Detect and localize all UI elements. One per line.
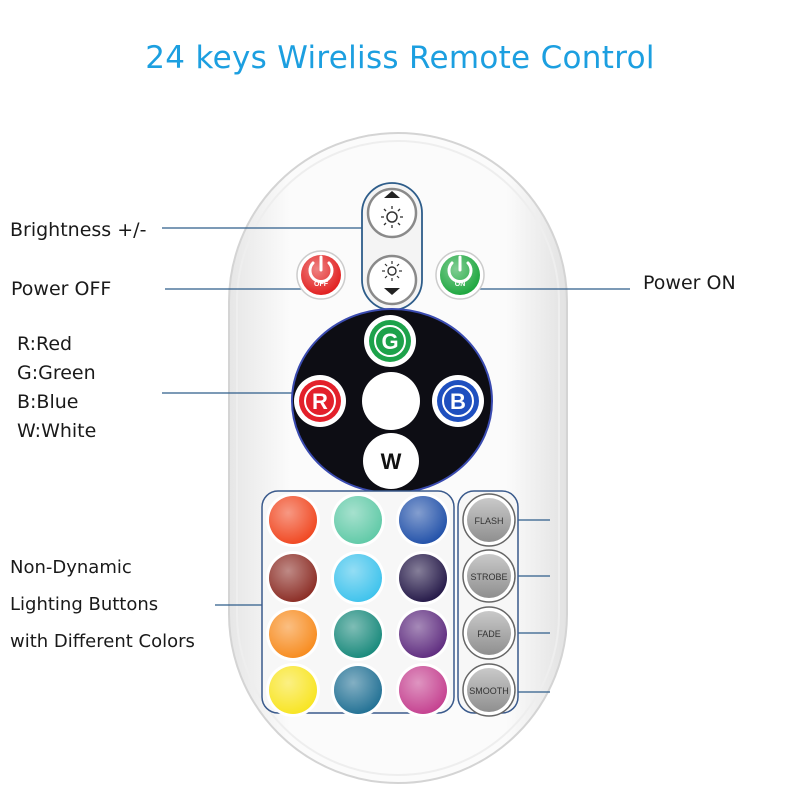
strobe-button[interactable]: STROBE <box>462 549 516 603</box>
color-swatch-button[interactable] <box>396 663 450 717</box>
color-swatch-button[interactable] <box>266 551 320 605</box>
power-on-button[interactable]: ON <box>435 250 485 300</box>
power-off-label: Power OFF <box>11 278 112 300</box>
power-off-text: OFF <box>314 281 329 288</box>
blue-button[interactable]: B <box>432 375 484 427</box>
color-grid <box>266 493 450 717</box>
non-dynamic-line-1: Non-Dynamic <box>10 557 132 578</box>
page-title: 24 keys Wireliss Remote Control <box>145 40 655 76</box>
legend-white: W:White <box>17 420 97 442</box>
brightness-down-button[interactable] <box>366 254 418 306</box>
brightness-label: Brightness +/- <box>10 219 147 241</box>
fade-button[interactable]: FADE <box>462 606 516 660</box>
legend-blue: B:Blue <box>17 391 79 413</box>
legend-red: R:Red <box>17 333 73 355</box>
color-swatch-button[interactable] <box>331 607 385 661</box>
color-swatch-button[interactable] <box>396 493 450 547</box>
color-swatch-button[interactable] <box>331 551 385 605</box>
non-dynamic-line-2: Lighting Buttons <box>10 594 159 615</box>
white-letter: W <box>381 449 402 474</box>
power-on-text: ON <box>455 281 466 288</box>
color-swatch-button[interactable] <box>266 607 320 661</box>
center-white-button[interactable] <box>362 372 420 430</box>
smooth-button[interactable]: SMOOTH <box>462 663 516 717</box>
legend-green: G:Green <box>17 362 96 384</box>
power-off-button[interactable]: OFF <box>296 250 346 300</box>
white-button[interactable]: W <box>363 433 419 489</box>
green-letter: G <box>381 329 398 354</box>
brightness-up-button[interactable] <box>366 187 418 239</box>
blue-letter: B <box>450 389 466 414</box>
color-swatch-button[interactable] <box>331 493 385 547</box>
strobe-label: STROBE <box>470 572 507 582</box>
color-swatch-button[interactable] <box>396 551 450 605</box>
green-button[interactable]: G <box>364 315 416 367</box>
smooth-label: SMOOTH <box>469 686 509 696</box>
non-dynamic-label: Non-Dynamic Lighting Buttons with Differ… <box>10 549 195 660</box>
red-button[interactable]: R <box>294 375 346 427</box>
flash-button[interactable]: FLASH <box>462 493 516 547</box>
color-swatch-button[interactable] <box>331 663 385 717</box>
fade-label: FADE <box>477 629 501 639</box>
power-on-label: Power ON <box>643 272 736 294</box>
non-dynamic-line-3: with Different Colors <box>10 631 195 652</box>
color-swatch-button[interactable] <box>396 607 450 661</box>
rgbw-legend: R:Red G:Green B:Blue W:White <box>17 330 96 446</box>
color-swatch-button[interactable] <box>266 493 320 547</box>
color-swatch-button[interactable] <box>266 663 320 717</box>
flash-label: FLASH <box>474 516 503 526</box>
red-letter: R <box>312 389 328 414</box>
